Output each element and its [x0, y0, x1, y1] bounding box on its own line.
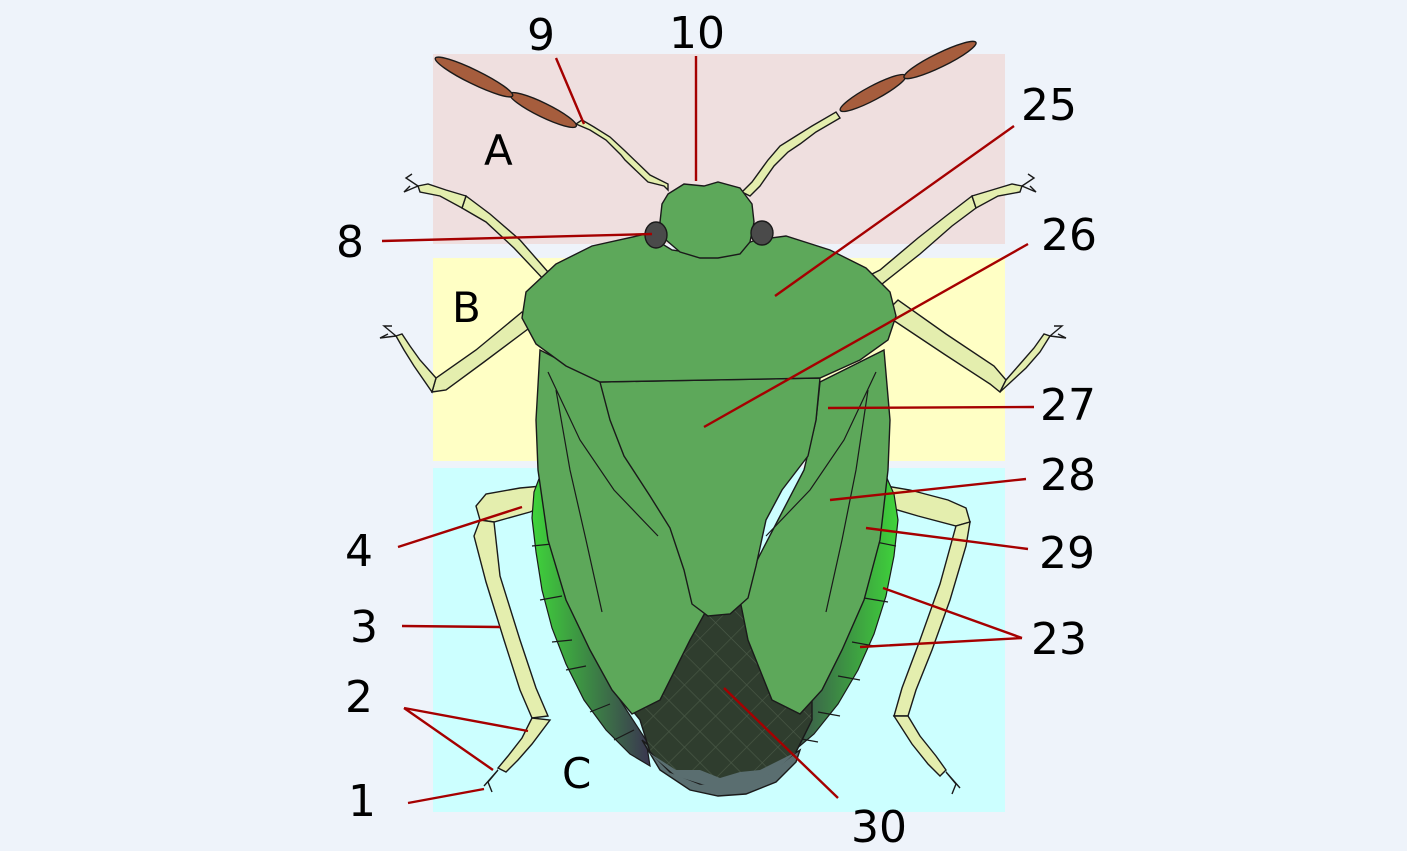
label-25: 25	[1021, 80, 1077, 131]
leader-1	[407, 787, 485, 805]
label-9: 9	[527, 10, 555, 61]
leader-27	[827, 405, 1035, 410]
right-middle-leg	[889, 299, 1067, 394]
label-28: 28	[1040, 450, 1096, 501]
left-front-leg	[403, 173, 558, 283]
leader-25	[774, 125, 1015, 297]
membrane-tip-shading	[648, 752, 796, 786]
leader-9	[554, 57, 586, 125]
label-4: 4	[345, 526, 373, 577]
label-27: 27	[1040, 380, 1096, 431]
label-23: 23	[1031, 614, 1087, 665]
right-antenna	[740, 40, 977, 197]
leader-29	[865, 526, 1029, 551]
label-8: 8	[336, 217, 364, 268]
leader-2	[403, 706, 529, 771]
left-hind-leg	[473, 485, 552, 793]
label-2: 2	[345, 672, 373, 723]
leader-30	[723, 687, 839, 799]
right-front-leg	[866, 173, 1037, 285]
scutellum	[599, 377, 821, 617]
left-antenna	[434, 56, 669, 192]
region-label-b: B	[452, 283, 481, 332]
leader-3	[401, 624, 501, 629]
label-26: 26	[1041, 210, 1097, 261]
label-29: 29	[1039, 528, 1095, 579]
left-middle-leg	[379, 311, 533, 394]
leader-23	[859, 586, 1023, 649]
region-label-a: A	[484, 126, 513, 175]
label-10: 10	[669, 8, 725, 59]
leader-8	[381, 232, 653, 243]
leader-28	[829, 477, 1027, 502]
right-compound-eye	[750, 220, 774, 246]
label-30: 30	[851, 802, 907, 851]
right-hind-leg	[883, 485, 971, 795]
number-labels: 1 2 3 4 8 9 10 23 25 26 27 28 29 30	[336, 8, 1097, 851]
label-3: 3	[350, 602, 378, 653]
leader-4	[397, 505, 523, 549]
head	[659, 181, 755, 259]
hemelytra	[535, 348, 891, 715]
region-label-c: C	[562, 749, 591, 798]
label-1: 1	[348, 776, 376, 827]
leader-lines	[381, 56, 1035, 805]
leader-26	[703, 242, 1029, 429]
